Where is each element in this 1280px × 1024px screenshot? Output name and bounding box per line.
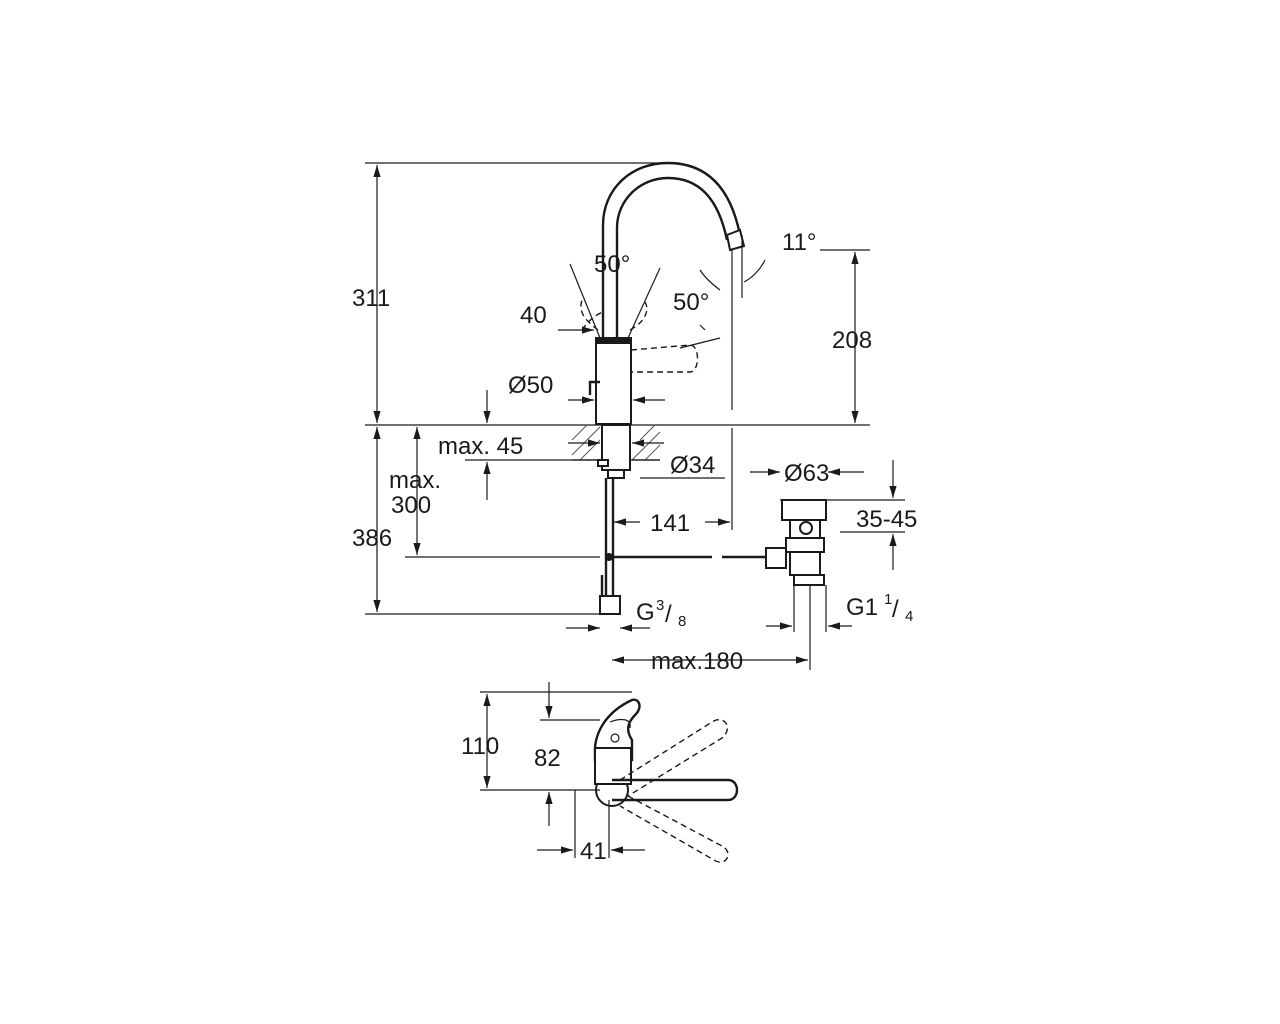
dim-max-label: max. (389, 467, 441, 494)
dim-diameter-50: Ø50 (508, 372, 553, 399)
dim-diameter-34: Ø34 (670, 452, 715, 479)
dim-max-45: max. 45 (438, 433, 523, 460)
deck-section (571, 424, 661, 615)
dim-waste-num: 1 (884, 591, 892, 608)
faucet-body (595, 337, 632, 425)
dim-g-den: 8 (678, 613, 686, 630)
dim-40: 40 (520, 302, 547, 329)
dim-386: 386 (352, 525, 392, 552)
plan-view (480, 691, 739, 863)
dim-300: 300 (391, 492, 431, 519)
extension-lines (365, 162, 905, 615)
dim-diameter-63: Ø63 (784, 460, 829, 487)
waste-flange (781, 499, 827, 521)
dim-waste-thread: G1 (846, 594, 878, 621)
dim-141: 141 (650, 510, 690, 537)
dimension-labels: 311 386 208 11° 50° 50° 40 Ø50 max. 45 Ø… (352, 229, 917, 865)
dim-110: 110 (461, 733, 499, 760)
dim-311: 311 (352, 285, 390, 312)
dim-35-45: 35-45 (856, 506, 917, 533)
plan-spout (612, 778, 739, 802)
dim-max-180: max.180 (651, 648, 743, 675)
popup-waste (612, 499, 827, 670)
body-cap (596, 338, 631, 344)
dim-g-num: 3 (656, 597, 664, 614)
spout-inner (615, 176, 729, 338)
dim-50-degree-side: 50° (673, 289, 709, 316)
spout-aerator (725, 228, 746, 252)
plan-body (594, 747, 632, 785)
supply-nut (599, 595, 621, 615)
plan-swing-lower (619, 795, 729, 863)
dim-waste-slash: / (892, 596, 899, 623)
lever-swing-right (629, 301, 648, 331)
dim-waste-den: 4 (905, 608, 913, 625)
faucet-elevation (569, 161, 766, 425)
dim-82: 82 (534, 745, 561, 772)
lever (588, 380, 600, 395)
spout-outer (601, 161, 742, 338)
dimension-arrows (373, 165, 897, 854)
dim-41: 41 (580, 838, 607, 865)
dim-50-degree-top: 50° (594, 251, 630, 278)
lever-swing-side (630, 344, 699, 373)
lever-swing-left (580, 299, 599, 331)
plan-swing-upper (619, 719, 728, 797)
dim-11-degree: 11° (782, 229, 817, 256)
dim-g-connection: G (636, 599, 655, 626)
plan-lever-top (593, 698, 641, 762)
dim-208: 208 (832, 327, 872, 354)
dim-g-slash: / (665, 601, 672, 628)
